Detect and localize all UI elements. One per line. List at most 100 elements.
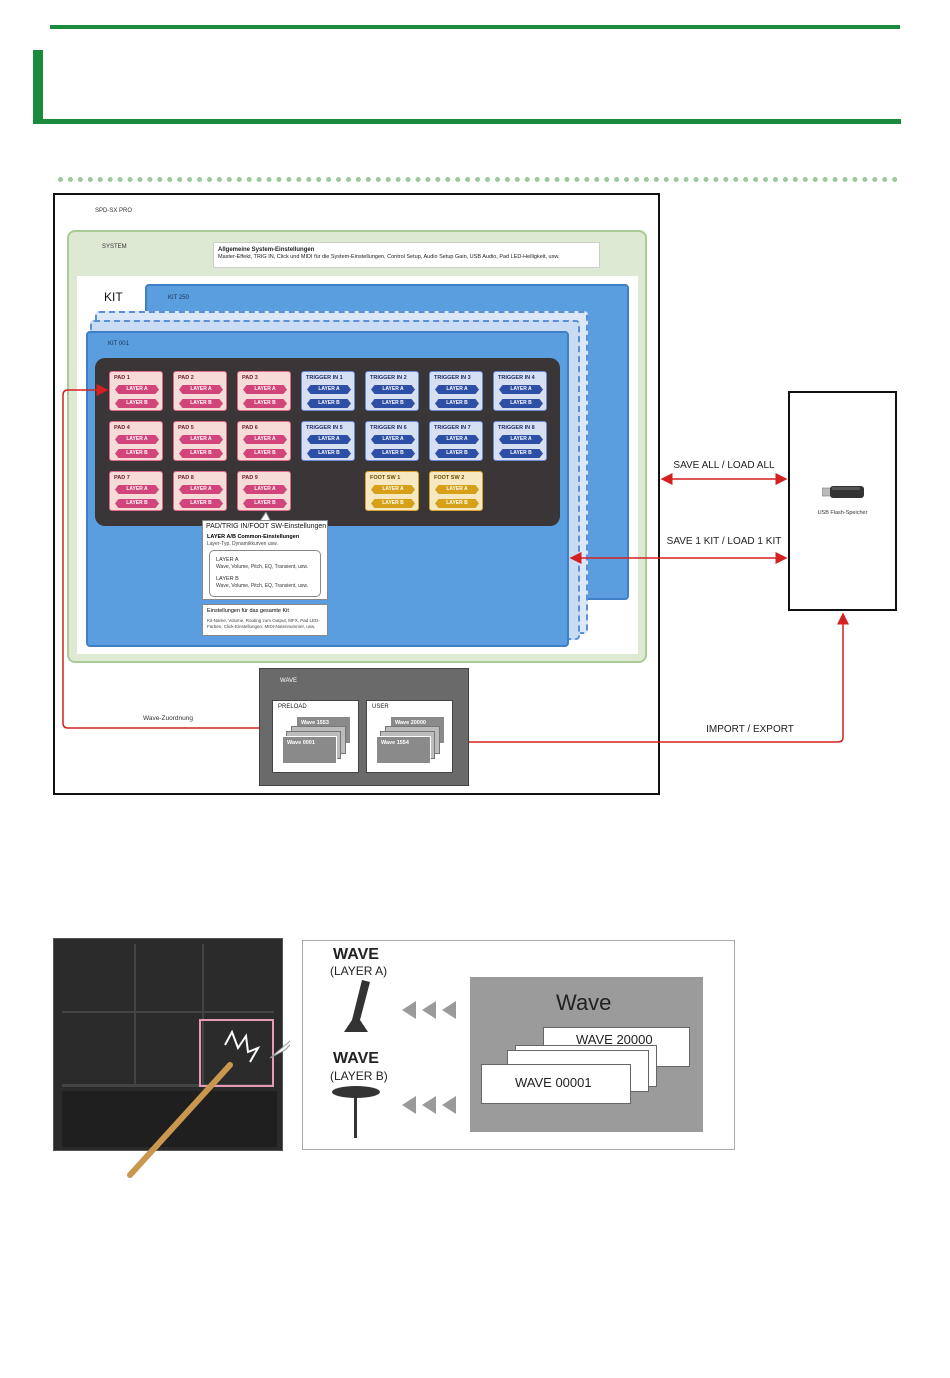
wave-label: WAVE bbox=[280, 678, 298, 684]
spd-sx-pro-frame bbox=[53, 193, 660, 795]
layer-b-tag: LAYER B bbox=[179, 499, 223, 508]
system-label: SYSTEM bbox=[102, 244, 127, 250]
kit-settings-callout: Einstellungen für das gesamte Kit Kit-Na… bbox=[202, 604, 328, 636]
device-photo bbox=[53, 938, 283, 1151]
layer-b-tag: LAYER B bbox=[115, 499, 159, 508]
wave-title: Wave bbox=[556, 990, 612, 1015]
preload-wave-card-front: Wave 0001 bbox=[282, 736, 337, 764]
pad-name: TRIGGER IN 2 bbox=[370, 375, 407, 381]
pad-name: PAD 2 bbox=[178, 375, 194, 381]
kit-settings-text: Kit-Name, Volume, Routing zum Output, MF… bbox=[207, 618, 320, 629]
pad-name: FOOT SW 2 bbox=[434, 475, 465, 481]
callout-title: PAD/TRIG IN/FOOT SW-Einstellungen bbox=[206, 523, 327, 530]
common-settings-text: Layer-Typ, Dynamikkurven usw. bbox=[207, 541, 278, 547]
kit-settings-title: Einstellungen für das gesamte Kit bbox=[207, 608, 289, 614]
pad-name: TRIGGER IN 1 bbox=[306, 375, 343, 381]
layer-b-tag: LAYER B bbox=[243, 499, 287, 508]
layer-b-tag: LAYER B bbox=[243, 449, 287, 458]
layer-a-label: (LAYER A) bbox=[330, 964, 388, 978]
layer-b-tag: LAYER B bbox=[179, 449, 223, 458]
pad-name: TRIGGER IN 7 bbox=[434, 425, 471, 431]
layer-a-text: Wave, Volume, Pitch, EQ, Transient, usw. bbox=[216, 564, 309, 570]
usb-stick-icon bbox=[822, 486, 864, 498]
connection-arrows bbox=[62, 384, 849, 748]
layer-b-tag: LAYER B bbox=[371, 499, 415, 508]
layer-a-tag: LAYER A bbox=[371, 385, 415, 394]
layer-b-tag: LAYER B bbox=[435, 499, 479, 508]
usb-storage-box bbox=[788, 391, 897, 611]
wave-assign-arrow bbox=[62, 384, 259, 729]
layer-b-tag: LAYER B bbox=[115, 399, 159, 408]
preload-label: PRELOAD bbox=[278, 704, 307, 710]
layer-b-tag: LAYER B bbox=[371, 399, 415, 408]
usb-label: USB Flash-Speicher bbox=[817, 510, 868, 516]
layer-a-tag: LAYER A bbox=[499, 385, 543, 394]
layer-a-tag: LAYER A bbox=[243, 385, 287, 394]
layer-a-tag: LAYER A bbox=[499, 435, 543, 444]
pad-name: PAD 3 bbox=[242, 375, 258, 381]
user-wave-card-front: Wave 1554 bbox=[376, 736, 431, 764]
common-settings-title: LAYER A/B Common-Einstellungen bbox=[207, 534, 300, 540]
layer-a-tag: LAYER A bbox=[243, 435, 287, 444]
layer-b-label: (LAYER B) bbox=[330, 1069, 388, 1083]
title-bar bbox=[33, 50, 43, 124]
layer-b-tag: LAYER B bbox=[435, 399, 479, 408]
layer-a-tag: LAYER A bbox=[435, 435, 479, 444]
pad-name: PAD 4 bbox=[114, 425, 130, 431]
layer-a-tag: LAYER A bbox=[307, 435, 351, 444]
pad-card: TRIGGER IN 1 LAYER A LAYER B bbox=[301, 371, 355, 411]
layer-b-tag: LAYER B bbox=[115, 449, 159, 458]
layer-b-text: Wave, Volume, Pitch, EQ, Transient, usw. bbox=[216, 583, 309, 589]
control-panel bbox=[62, 1091, 277, 1147]
layer-a-tag: LAYER A bbox=[179, 485, 223, 494]
wave-b-label: WAVE bbox=[333, 1050, 379, 1067]
cymbal-icons bbox=[332, 980, 380, 1138]
pad-name: PAD 7 bbox=[114, 475, 130, 481]
kit-250-label: KIT 250 bbox=[168, 295, 189, 301]
layer-a-tag: LAYER A bbox=[115, 385, 159, 394]
layer-b-tag: LAYER B bbox=[307, 399, 351, 408]
pad-name: TRIGGER IN 4 bbox=[498, 375, 535, 381]
system-info-title: Allgemeine System-Einstellungen bbox=[218, 247, 315, 253]
layer-b-title: LAYER B bbox=[216, 576, 239, 582]
layer-b-tag: LAYER B bbox=[499, 449, 543, 458]
header-rule bbox=[50, 25, 900, 29]
layer-a-tag: LAYER A bbox=[307, 385, 351, 394]
pad-card: TRIGGER IN 5 LAYER A LAYER B bbox=[301, 421, 355, 461]
layer-a-tag: LAYER A bbox=[435, 485, 479, 494]
wave-assign-label: Wave-Zuordnung bbox=[143, 715, 193, 722]
layer-b-tag: LAYER B bbox=[307, 449, 351, 458]
pad-card: PAD 4 LAYER A LAYER B bbox=[109, 421, 163, 461]
kit-label: KIT bbox=[104, 290, 123, 304]
system-info: Allgemeine System-Einstellungen Master-E… bbox=[213, 242, 600, 268]
layer-b-tag: LAYER B bbox=[179, 399, 223, 408]
pad-settings-callout: PAD/TRIG IN/FOOT SW-Einstellungen LAYER … bbox=[202, 520, 328, 600]
layer-b-tag: LAYER B bbox=[243, 399, 287, 408]
layer-a-tag: LAYER A bbox=[371, 485, 415, 494]
highlighted-pad bbox=[199, 1019, 274, 1087]
layer-a-tag: LAYER A bbox=[115, 435, 159, 444]
import-export-label: IMPORT / EXPORT bbox=[706, 724, 794, 735]
title-frame bbox=[33, 50, 901, 124]
pad-card: PAD 2 LAYER A LAYER B bbox=[173, 371, 227, 411]
layer-a-tag: LAYER A bbox=[179, 435, 223, 444]
pad-card: FOOT SW 2 LAYER A LAYER B bbox=[429, 471, 483, 511]
save-all-label: SAVE ALL / LOAD ALL bbox=[673, 460, 775, 471]
layer-settings-box: LAYER A Wave, Volume, Pitch, EQ, Transie… bbox=[209, 550, 321, 597]
user-label: USER bbox=[372, 704, 389, 710]
pad-name: TRIGGER IN 5 bbox=[306, 425, 343, 431]
pad-name: TRIGGER IN 3 bbox=[434, 375, 471, 381]
layer-a-tag: LAYER A bbox=[179, 385, 223, 394]
pad-name: TRIGGER IN 6 bbox=[370, 425, 407, 431]
save-kit-label: SAVE 1 KIT / LOAD 1 KIT bbox=[666, 536, 782, 547]
pad-card: TRIGGER IN 2 LAYER A LAYER B bbox=[365, 371, 419, 411]
